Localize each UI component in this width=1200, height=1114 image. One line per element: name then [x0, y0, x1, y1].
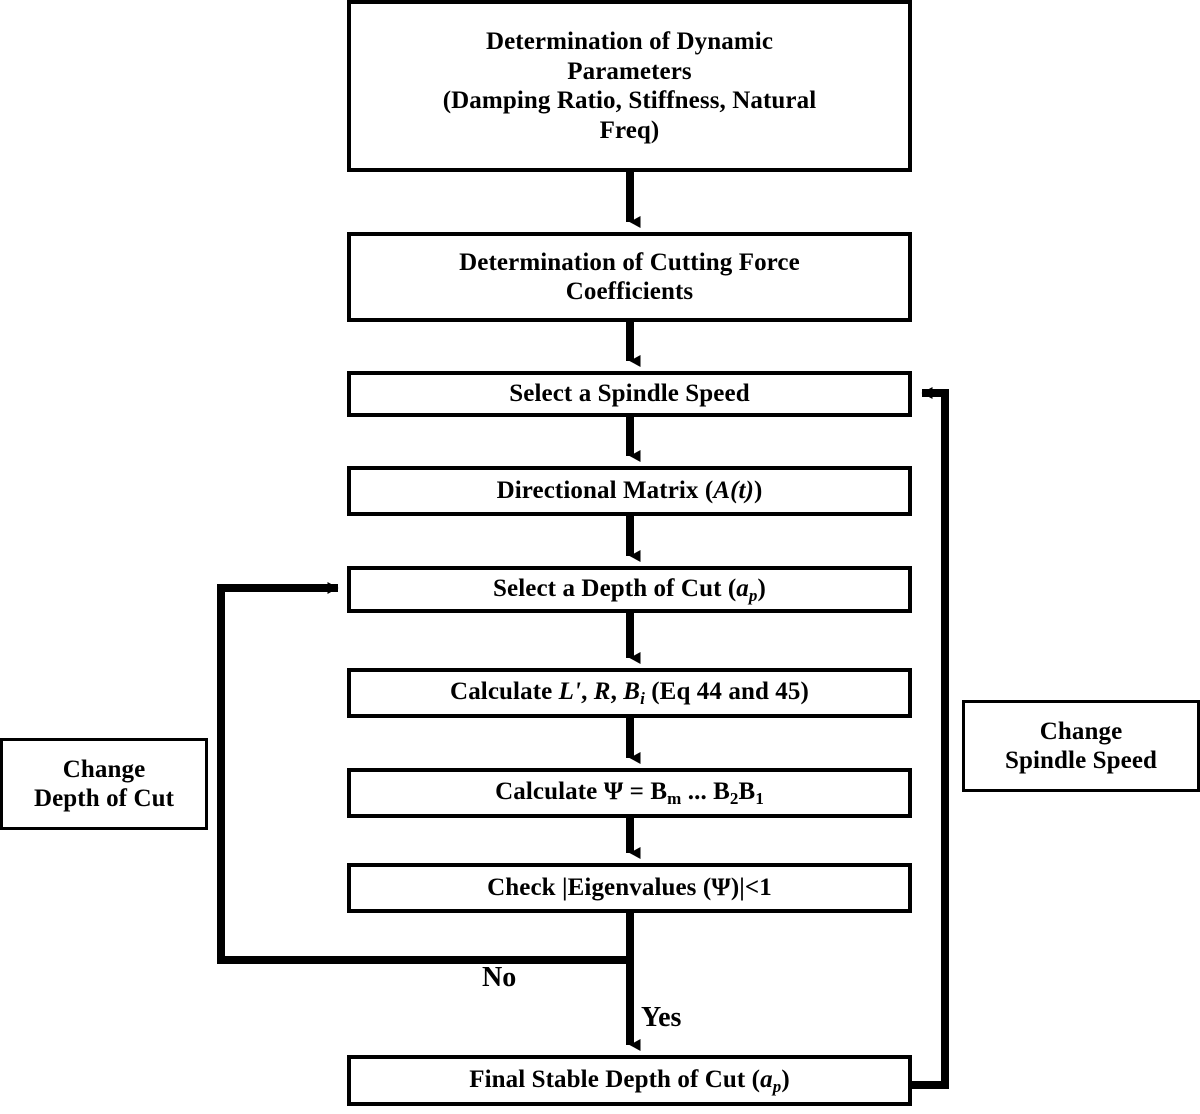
- node-final-stable-depth[interactable]: Final Stable Depth of Cut (ap): [347, 1055, 912, 1106]
- node-directional-matrix[interactable]: Directional Matrix (A(t)): [347, 466, 912, 516]
- node-final-stable-depth-label: Final Stable Depth of Cut (ap): [469, 1065, 790, 1096]
- node-select-spindle-speed-label: Select a Spindle Speed: [509, 380, 750, 408]
- node-calculate-psi[interactable]: Calculate Ψ = Bm ... B2B1: [347, 768, 912, 818]
- node-directional-matrix-label: Directional Matrix (A(t)): [496, 477, 763, 505]
- node-check-eigenvalues-label: Check |Eigenvalues (Ψ)|<1: [487, 874, 772, 902]
- feedback-path-change-spindle-speed: [912, 387, 949, 1089]
- node-check-eigenvalues[interactable]: Check |Eigenvalues (Ψ)|<1: [347, 863, 912, 913]
- node-calculate-psi-label: Calculate Ψ = Bm ... B2B1: [495, 778, 764, 808]
- edge-label-no: No: [482, 962, 517, 993]
- node-select-depth-of-cut[interactable]: Select a Depth of Cut (ap): [347, 566, 912, 613]
- edge-label-yes: Yes: [641, 1002, 682, 1033]
- node-select-depth-of-cut-label: Select a Depth of Cut (ap): [493, 574, 766, 605]
- node-calculate-lrb-label: Calculate L', R, Bi (Eq 44 and 45): [450, 678, 809, 708]
- feedback-path-change-depth-of-cut: [217, 582, 630, 964]
- node-select-spindle-speed[interactable]: Select a Spindle Speed: [347, 371, 912, 417]
- node-calculate-lrb[interactable]: Calculate L', R, Bi (Eq 44 and 45): [347, 668, 912, 718]
